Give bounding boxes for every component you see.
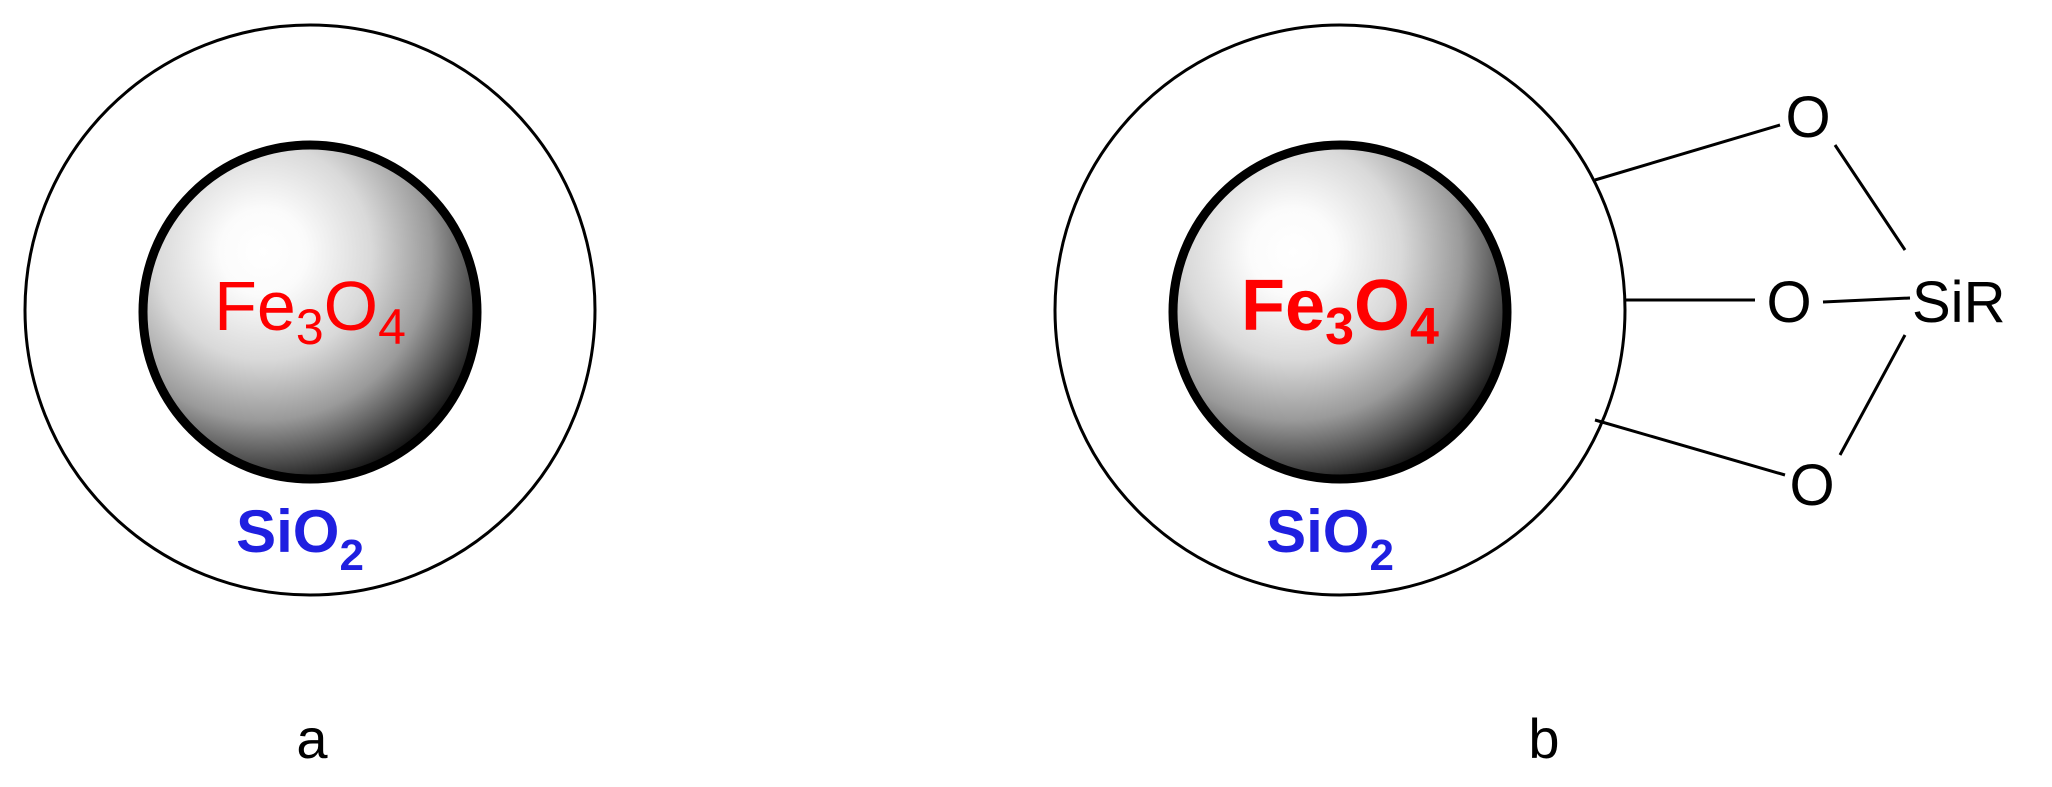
bond-shell-o-top — [1594, 123, 1781, 182]
silane-group: SiR — [1912, 270, 2005, 335]
oxygen-top: O — [1785, 85, 1830, 150]
core-label-a: Fe3O4 — [214, 267, 406, 355]
panel-label-b: b — [1528, 707, 1559, 770]
core-label-b: Fe3O4 — [1241, 266, 1439, 356]
shell-label-a: SiO2 — [236, 498, 364, 580]
oxygen-bottom: O — [1789, 453, 1834, 518]
panel-a: Fe3O4 SiO2 a — [23, 23, 597, 770]
bond-o-bottom-si — [1838, 334, 1907, 456]
shell-label-b: SiO2 — [1266, 498, 1394, 580]
panel-b: Fe3O4 SiO2 O O O SiR b — [1053, 23, 2005, 770]
bond-shell-o-bottom — [1594, 418, 1786, 477]
panel-label-a: a — [296, 707, 328, 770]
bond-o-mid-si — [1822, 296, 1911, 304]
oxygen-mid: O — [1766, 270, 1811, 335]
bond-o-top-si — [1833, 144, 1907, 251]
magnetite-core-a — [138, 140, 482, 484]
magnetite-core-b — [1168, 140, 1512, 484]
